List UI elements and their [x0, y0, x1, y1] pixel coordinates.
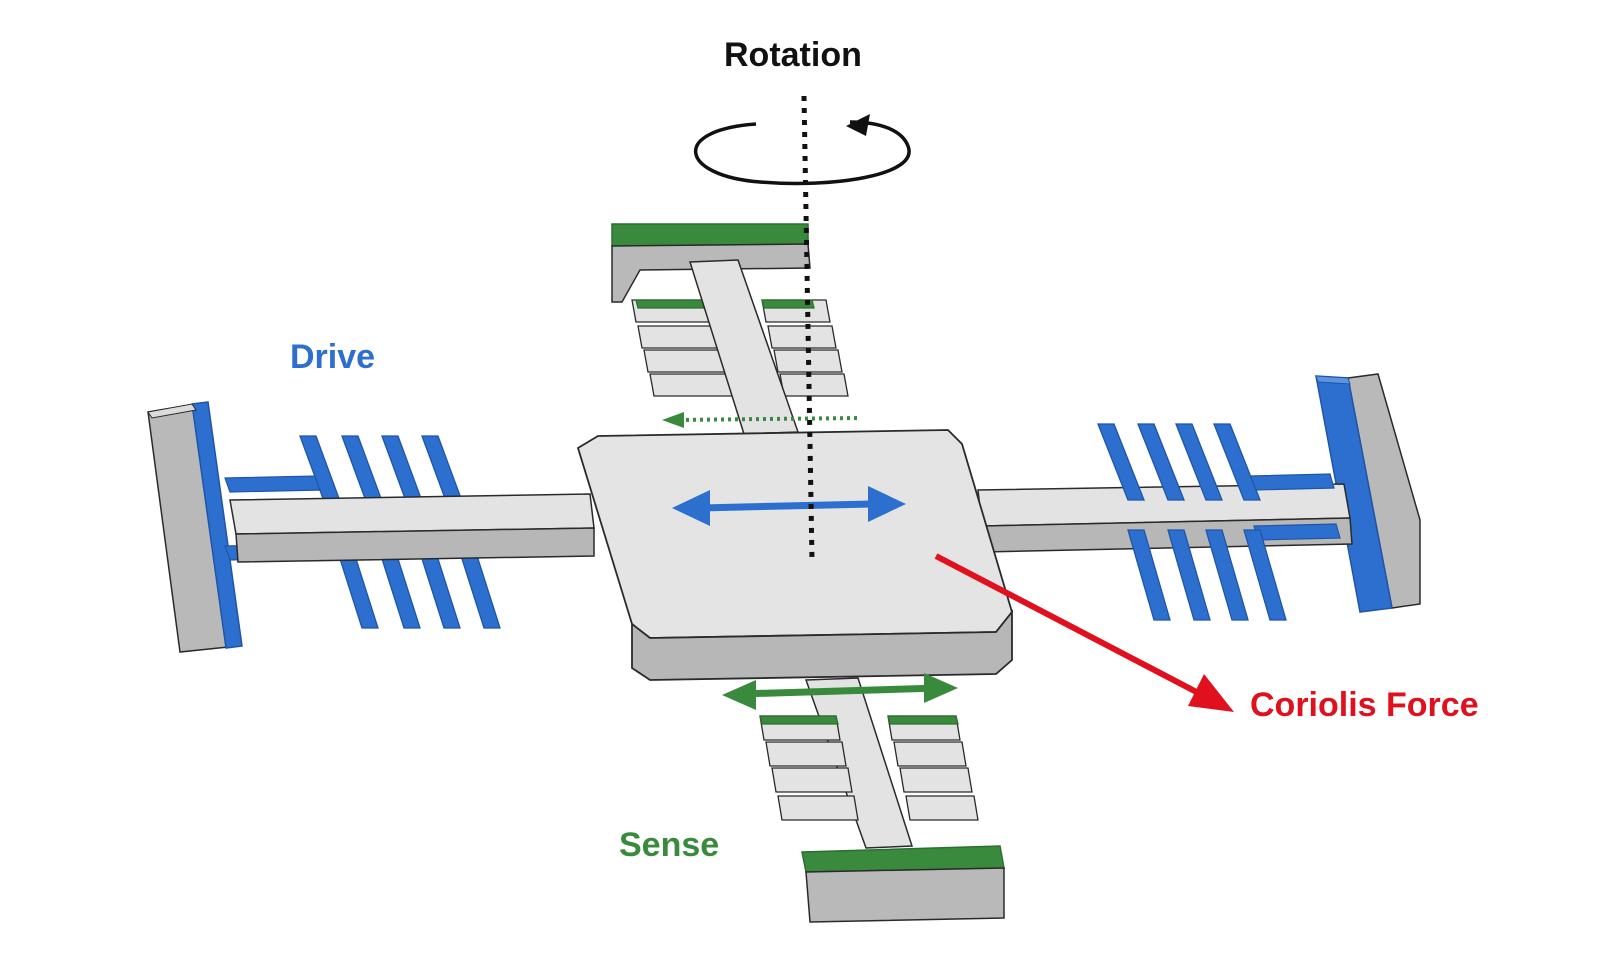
bottom-sense-comb — [759, 715, 979, 821]
left-beam — [229, 493, 595, 535]
drive-finger — [1205, 529, 1249, 621]
rotation-axis — [801, 95, 815, 561]
drive-finger — [1167, 529, 1211, 621]
sense-finger — [771, 767, 853, 793]
sense-finger — [779, 373, 849, 397]
top-sense-arrow — [662, 412, 861, 428]
proof-mass — [576, 429, 1013, 681]
sense-finger — [649, 373, 735, 397]
sense-finger — [759, 715, 839, 725]
sense-finger — [643, 349, 729, 373]
drive-finger — [1097, 423, 1145, 501]
sense-label: Sense — [619, 826, 720, 864]
drive-finger — [1127, 529, 1171, 621]
coriolis-force-label: Coriolis Force — [1250, 686, 1479, 724]
top-sense-comb — [631, 299, 849, 397]
sense-finger — [767, 325, 837, 349]
sense-finger — [777, 795, 859, 821]
rotation-arrow-icon — [693, 114, 911, 186]
sense-finger — [637, 325, 723, 349]
drive-finger — [1243, 529, 1287, 621]
sense-motion-arrow — [722, 673, 958, 710]
bottom-sense-anchor — [801, 845, 1005, 923]
rotation-label: Rotation — [724, 36, 862, 74]
right-drive-anchor — [1315, 373, 1421, 613]
sense-finger — [905, 795, 979, 821]
sense-finger — [765, 741, 847, 767]
sense-finger — [761, 299, 815, 309]
drive-finger — [1213, 423, 1261, 501]
drive-finger — [1175, 423, 1223, 501]
drive-label: Drive — [290, 338, 376, 376]
coriolis-force-arrow — [934, 553, 1234, 712]
sense-finger — [893, 741, 967, 767]
drive-finger — [1137, 423, 1185, 501]
right-drive-comb — [1097, 423, 1341, 621]
drive-motion-arrow — [672, 486, 906, 526]
sense-finger — [887, 715, 959, 725]
sense-finger — [899, 767, 973, 793]
left-drive-anchor — [147, 401, 243, 653]
